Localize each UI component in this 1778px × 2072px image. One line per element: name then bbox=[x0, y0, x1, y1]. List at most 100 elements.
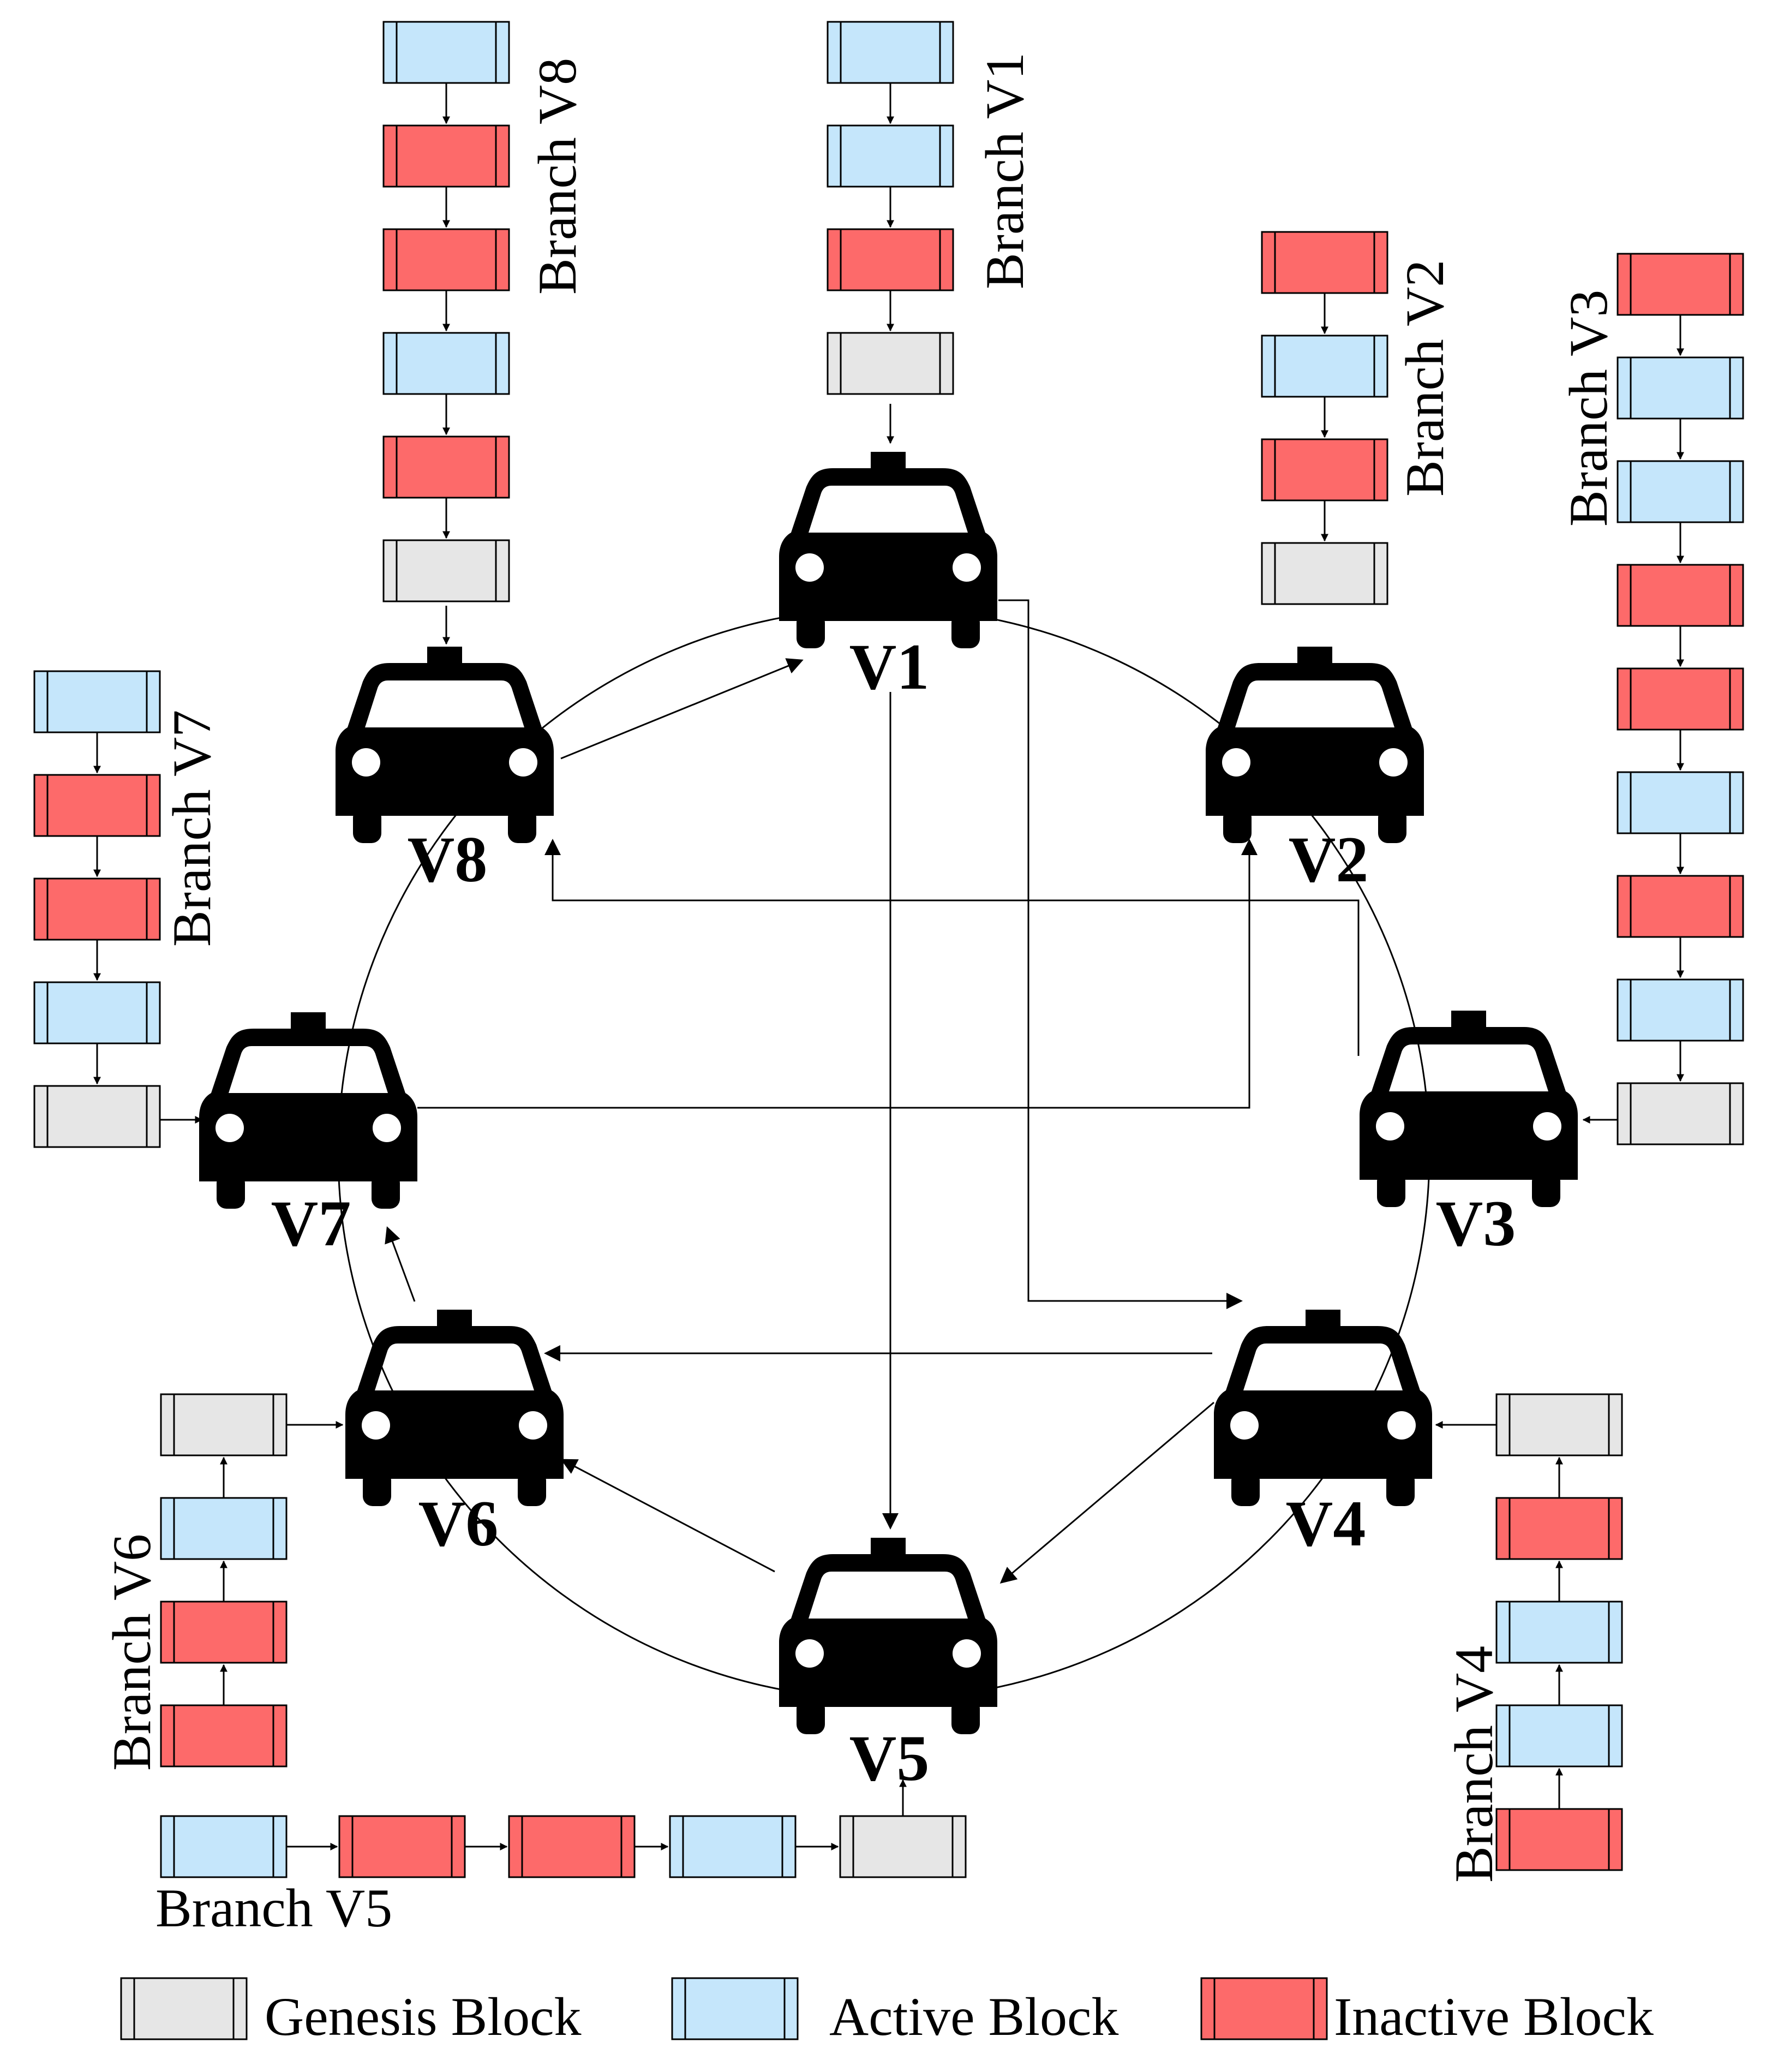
active-block bbox=[382, 21, 510, 84]
branch-v1: Branch V1 bbox=[827, 21, 1035, 444]
vehicle-v1: V1 bbox=[779, 452, 997, 703]
active-block bbox=[33, 670, 161, 733]
branch-v6: Branch V6 bbox=[101, 1393, 344, 1771]
vehicle-label: V3 bbox=[1436, 1187, 1516, 1259]
inactive-block bbox=[33, 774, 161, 837]
active-block bbox=[382, 332, 510, 395]
active-block bbox=[1617, 356, 1744, 420]
vehicle-label: V4 bbox=[1286, 1487, 1366, 1560]
inactive-block bbox=[1495, 1808, 1623, 1871]
active-block bbox=[1617, 460, 1744, 523]
active-block bbox=[827, 21, 954, 84]
inactive-block bbox=[160, 1601, 288, 1664]
active-block bbox=[669, 1815, 797, 1878]
vehicle-label: V7 bbox=[271, 1187, 351, 1259]
genesis-block bbox=[827, 332, 954, 395]
vehicle-v2: V2 bbox=[1206, 647, 1424, 895]
genesis-block bbox=[160, 1393, 288, 1456]
inactive-block bbox=[1617, 875, 1744, 938]
vehicle-label: V5 bbox=[849, 1722, 930, 1794]
inactive-block bbox=[1495, 1497, 1623, 1560]
branch-label: Branch V8 bbox=[527, 58, 588, 295]
inactive-block bbox=[1617, 253, 1744, 316]
active-block bbox=[1495, 1704, 1623, 1768]
inactive-block bbox=[1261, 231, 1388, 294]
branch-v5: Branch V5 bbox=[155, 1779, 967, 1938]
inactive-block bbox=[1261, 438, 1388, 501]
legend-inactive-label: Inactive Block bbox=[1334, 1986, 1654, 2047]
inactive-block bbox=[1617, 564, 1744, 627]
branch-label: Branch V7 bbox=[161, 710, 222, 947]
inactive-block bbox=[382, 124, 510, 188]
genesis-block bbox=[1495, 1393, 1623, 1456]
vehicle-label: V1 bbox=[849, 630, 930, 703]
vehicle-v6: V6 bbox=[345, 1310, 564, 1560]
branch-v7: Branch V7 bbox=[33, 670, 222, 1148]
inactive-block bbox=[382, 228, 510, 291]
genesis-block bbox=[1261, 542, 1388, 605]
car-icon bbox=[779, 452, 997, 648]
car-icon bbox=[1360, 1011, 1578, 1207]
branch-v8: Branch V8 bbox=[382, 21, 588, 645]
legend-genesis-swatch bbox=[120, 1977, 248, 2040]
inactive-block bbox=[1617, 667, 1744, 731]
car-icon bbox=[336, 647, 554, 843]
branch-label: Branch V6 bbox=[101, 1534, 162, 1771]
genesis-block bbox=[1617, 1082, 1744, 1145]
car-icon bbox=[345, 1310, 564, 1506]
genesis-block bbox=[839, 1815, 967, 1878]
active-block bbox=[1495, 1601, 1623, 1664]
branch-v3: Branch V3 bbox=[1558, 253, 1744, 1145]
branch-label: Branch V1 bbox=[974, 52, 1035, 289]
car-icon bbox=[1214, 1310, 1432, 1506]
active-block bbox=[160, 1497, 288, 1560]
branch-label: Branch V3 bbox=[1558, 290, 1619, 527]
legend-genesis-label: Genesis Block bbox=[265, 1986, 581, 2047]
active-block bbox=[160, 1815, 288, 1878]
connection-v7-to-v2 bbox=[417, 839, 1258, 1109]
legend-inactive-swatch bbox=[1200, 1977, 1328, 2040]
vehicle-label: V6 bbox=[418, 1487, 499, 1560]
vehicle-v8: V8 bbox=[336, 647, 554, 895]
vehicle-label: V8 bbox=[408, 823, 488, 895]
active-block bbox=[1261, 335, 1388, 398]
connection-v3-to-v8 bbox=[544, 839, 1360, 1056]
vehicle-v7: V7 bbox=[199, 1012, 417, 1259]
active-block bbox=[1617, 771, 1744, 834]
vehicle-v5: V5 bbox=[779, 1538, 997, 1794]
branches-layer: Branch V1 Branch V2 Branch V3 Branch V4 Bran… bbox=[33, 21, 1744, 1938]
connection-layer bbox=[385, 599, 1360, 1584]
inactive-block bbox=[33, 877, 161, 941]
inactive-block bbox=[160, 1704, 288, 1768]
vehicle-label: V2 bbox=[1289, 823, 1369, 895]
branch-label: Branch V2 bbox=[1394, 260, 1455, 497]
legend-active-swatch bbox=[671, 1977, 799, 2040]
legend-genesis: Genesis Block bbox=[120, 1977, 581, 2047]
legend-active-label: Active Block bbox=[829, 1986, 1118, 2047]
connection-v8-to-v1 bbox=[560, 658, 804, 760]
inactive-block bbox=[827, 228, 954, 291]
active-block bbox=[1617, 978, 1744, 1042]
car-icon bbox=[779, 1538, 997, 1734]
car-icon bbox=[199, 1012, 417, 1209]
genesis-block bbox=[33, 1085, 161, 1148]
active-block bbox=[827, 124, 954, 188]
legend: Genesis Block Active Block Inactive Bloc… bbox=[120, 1977, 1654, 2047]
legend-active: Active Block bbox=[671, 1977, 1118, 2047]
active-block bbox=[33, 981, 161, 1044]
branch-v4: Branch V4 bbox=[1435, 1393, 1623, 1883]
inactive-block bbox=[382, 435, 510, 499]
car-icon bbox=[1206, 647, 1424, 843]
legend-inactive: Inactive Block bbox=[1200, 1977, 1654, 2047]
branch-v2: Branch V2 bbox=[1261, 231, 1455, 605]
vehicle-v3: V3 bbox=[1360, 1011, 1578, 1259]
inactive-block bbox=[338, 1815, 466, 1878]
inactive-block bbox=[508, 1815, 636, 1878]
connection-v6-to-v7 bbox=[385, 1226, 416, 1302]
branch-label: Branch V5 bbox=[155, 1878, 392, 1938]
connection-v4-to-v5 bbox=[999, 1401, 1214, 1584]
connection-v5-to-v6 bbox=[560, 1459, 775, 1573]
connection-v1-to-v4 bbox=[998, 599, 1243, 1309]
